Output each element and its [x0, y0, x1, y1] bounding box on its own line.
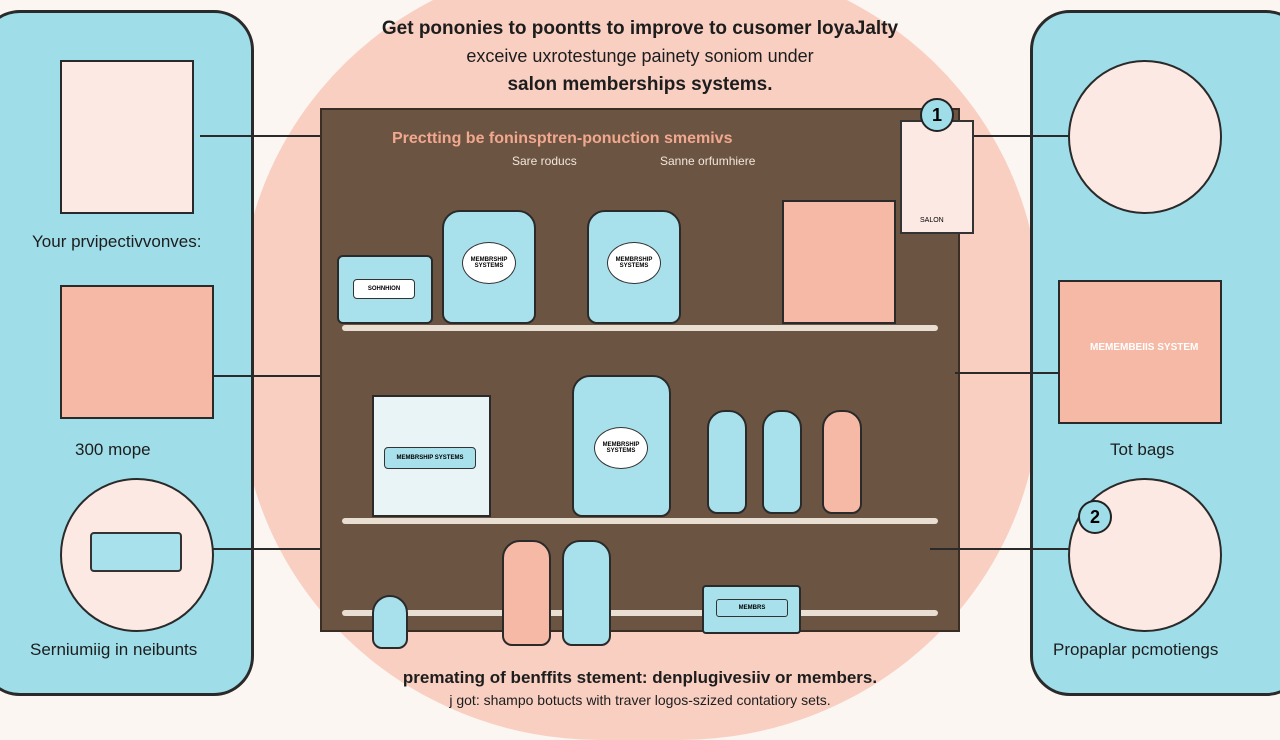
connector-line [200, 135, 320, 137]
right-label-2: Propaplar pcmotiengs [1053, 640, 1219, 659]
product-label: MEMBRSHIP SYSTEMS [462, 242, 516, 284]
membership-card-circle [60, 478, 214, 632]
product-label: MEMBRS [716, 599, 788, 617]
product-shelf-board: Prectting be foninsptren-ponuction smemi… [320, 108, 960, 649]
tote-tag: MEMEMBEIIS SYSTEM [1090, 342, 1199, 353]
left-label-1: Your prvipectivvonves: [32, 232, 202, 251]
connector-line [955, 372, 1070, 374]
tote-bag: MEMBRSHIP SYSTEMS [372, 395, 491, 517]
header-line2: exceive uxrotestunge painety soniom unde… [466, 46, 814, 66]
shelf-middle [342, 518, 938, 524]
tote-bag-illustration: MEMEMBEIIS SYSTEM [1058, 280, 1222, 424]
board-sub-left: Sare roducs [512, 154, 577, 168]
product-label: MEMBRSHIP SYSTEMS [607, 242, 661, 284]
connector-line [200, 375, 320, 377]
shampoo-bottle: MEMBRSHIP SYSTEMS [572, 375, 671, 517]
tote-bag [782, 200, 896, 324]
step-badge-1: 1 [920, 98, 954, 132]
shampoo-bottle: MEMBRSHIP SYSTEMS [442, 210, 536, 324]
membership-card [90, 532, 182, 572]
header-line3: salon memberships systems. [507, 74, 773, 95]
connector-line [200, 548, 320, 550]
footer-line1: premating of benffits stement: denplugiv… [402, 668, 878, 687]
shelf-bottom [342, 610, 938, 616]
shampoo-bottle: MEMBRSHIP SYSTEMS [587, 210, 681, 324]
header-line1: Get pononies to poontts to improve to cu… [381, 18, 899, 39]
right-label-1: Tot bags [1110, 440, 1175, 459]
left-label-2: 300 mope [75, 440, 151, 459]
left-label-3: Serniumiig in neibunts [30, 640, 198, 659]
tote-bag-illustration [60, 285, 214, 419]
small-bottle [502, 540, 551, 646]
product-jar: SOHNHION [337, 255, 433, 324]
customer-portrait-1 [1068, 60, 1222, 214]
gift-tray: MEMBRS [702, 585, 801, 634]
board-heading: Prectting be foninsptren-ponuction smemi… [392, 130, 733, 147]
small-jar [372, 595, 408, 649]
step-badge-2: 2 [1078, 500, 1112, 534]
board-sub-right: Sanne orfumhiere [660, 154, 756, 168]
connector-line [930, 548, 1070, 550]
salon-card-text: SALON [920, 217, 944, 224]
salon-card: SALON [900, 120, 974, 234]
connector-line [955, 135, 1070, 137]
salon-bag-illustration [60, 60, 194, 214]
footer-line2: j got: shampo botucts with traver logos-… [449, 692, 831, 708]
product-label: MEMBRSHIP SYSTEMS [594, 427, 648, 469]
small-bottle [707, 410, 747, 514]
shelf-top [342, 325, 938, 331]
product-label: MEMBRSHIP SYSTEMS [384, 447, 476, 469]
small-bottle [762, 410, 802, 514]
small-bottle [822, 410, 862, 514]
small-bottle [562, 540, 611, 646]
product-label: SOHNHION [353, 279, 415, 299]
